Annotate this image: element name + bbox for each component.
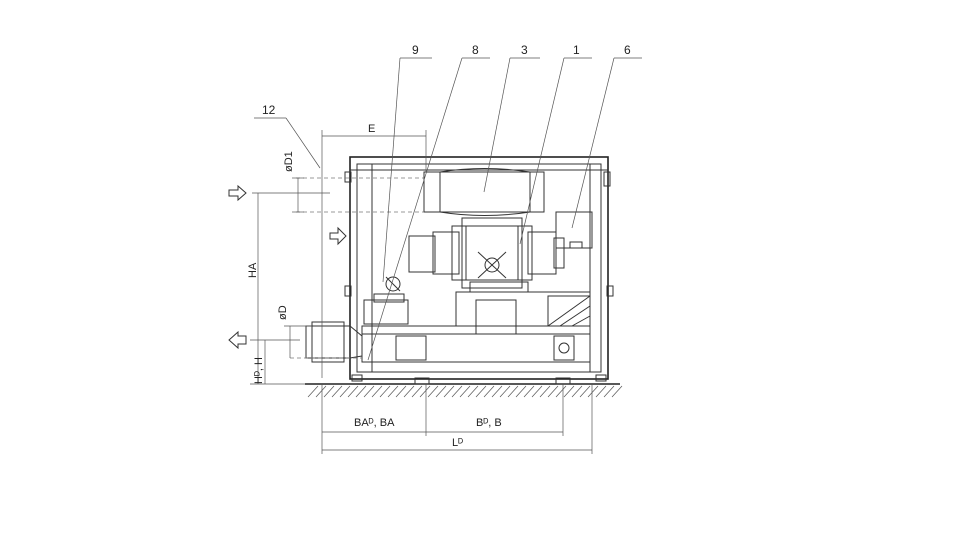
dim-HA: HA xyxy=(247,262,259,278)
callout-leaders xyxy=(254,57,642,361)
dim-BA: BAᴰ, BA xyxy=(354,417,395,429)
dimension-labels: E øD1 HA øD Hᴰ, H BAᴰ, BA Bᴰ, B Lᴰ xyxy=(247,123,502,449)
dim-B: Bᴰ, B xyxy=(476,417,502,429)
inlet-arrow-icon xyxy=(228,184,247,202)
flow-arrows xyxy=(228,184,347,350)
callout-1: 1 xyxy=(573,43,580,57)
blower-1 xyxy=(408,217,565,293)
callout-6: 6 xyxy=(624,43,631,57)
callout-8: 8 xyxy=(472,43,479,57)
outlet-pipe xyxy=(290,276,427,363)
base-frame xyxy=(361,291,591,363)
control-box-6 xyxy=(555,211,593,249)
dim-L: Lᴰ xyxy=(452,437,463,449)
callout-9: 9 xyxy=(412,43,419,57)
outlet-arrow-icon xyxy=(228,330,247,350)
dim-H: Hᴰ, H xyxy=(253,357,265,384)
silencer-3 xyxy=(423,168,545,216)
dim-lines xyxy=(250,130,593,454)
dim-D1: øD1 xyxy=(283,151,295,172)
dim-D: øD xyxy=(277,305,289,320)
ground-floor xyxy=(305,383,623,398)
callout-12: 12 xyxy=(262,103,276,117)
callout-3: 3 xyxy=(521,43,528,57)
enclosure-frame xyxy=(344,156,614,385)
callout-labels: 9 8 3 1 6 12 xyxy=(262,43,631,117)
airflow-arrow-icon xyxy=(329,226,347,246)
dim-E: E xyxy=(368,123,375,135)
inlet-centerlines xyxy=(296,177,424,213)
